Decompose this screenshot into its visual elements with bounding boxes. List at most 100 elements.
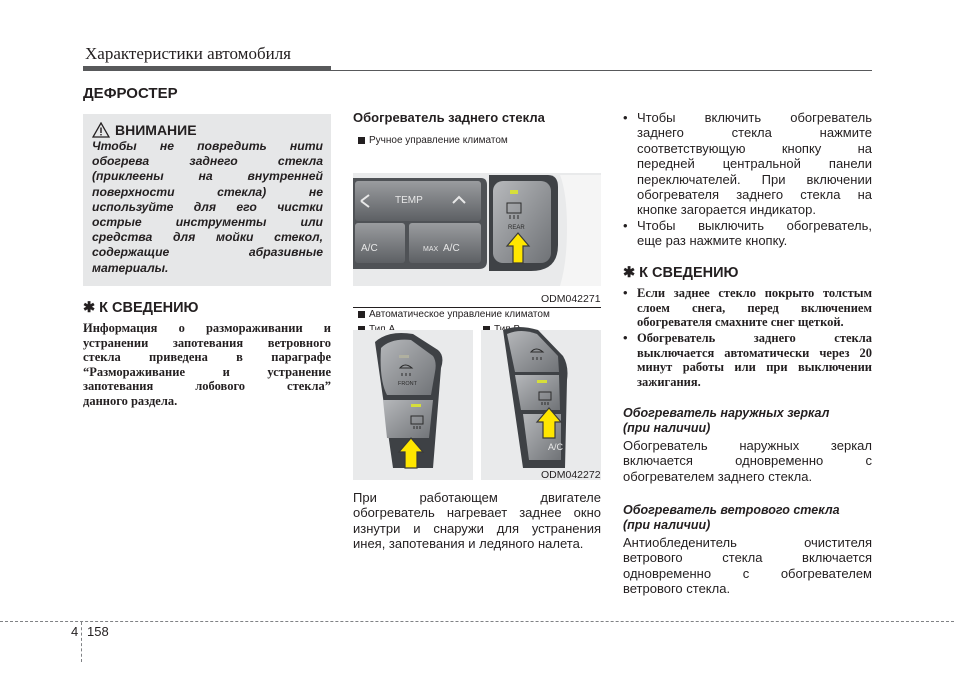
rear-defroster-paragraph: При работающем двигателе обогреватель на…: [353, 490, 601, 552]
warning-line: содержащие абразивные: [92, 245, 323, 260]
figure-divider: [353, 307, 601, 308]
note-right-text-2: Обогреватель заднего стекла выключается …: [637, 331, 872, 389]
paragraph-line: изнутри и снаружи для устранения: [353, 520, 601, 536]
rear-defroster-title: Обогреватель заднего стекла: [353, 110, 545, 125]
warning-heading: ВНИМАНИЕ: [92, 122, 197, 138]
mirror-heater-text: Обогреватель наружных зеркал включается …: [623, 438, 872, 484]
bullet-line: Чтобы включить обогреватель: [637, 110, 872, 125]
page-header-title: Характеристики автомобиля: [85, 44, 291, 63]
footer-separator: [81, 622, 82, 662]
note-line: стекла приведена в параграфе: [83, 350, 331, 365]
bullet-line: обогревателя заднего стекла на: [637, 187, 872, 203]
temp-text: TEMP: [395, 195, 423, 206]
note-line: Информация о размораживании и: [83, 321, 331, 335]
note-line: зажигания.: [637, 374, 701, 389]
note-line: запотевания лобового стекла”: [83, 379, 331, 394]
warning-triangle-icon: [92, 122, 110, 138]
warning-line: используйте для его чистки: [92, 199, 323, 214]
paragraph-line: инея, запотевания и ледяного налета.: [353, 536, 584, 552]
wiper-line: Антиобледенитель очистителя: [623, 535, 872, 550]
front-defrost-icon-b: [529, 348, 545, 360]
wiper-heading-line: (при наличии): [623, 518, 711, 532]
mirror-heading-line: Обогреватель наружных зеркал: [623, 406, 830, 420]
warning-line: (приклеены на внутренней: [92, 169, 323, 184]
manual-figure-code: ODM042271: [541, 293, 601, 305]
asterisk-icon: ✱: [83, 300, 96, 316]
square-bullet-icon: [358, 326, 365, 333]
bullet-text-1: Чтобы включить обогреватель заднего стек…: [637, 110, 872, 218]
note-heading-right: ✱ К СВЕДЕНИЮ: [623, 265, 739, 281]
note-line: Обогреватель заднего стекла: [637, 331, 872, 345]
note-line: обогревателя смахните снег щеткой.: [637, 315, 844, 330]
note-line: устранении запотевания ветровного: [83, 335, 331, 350]
wiper-heater-heading: Обогреватель ветрового стекла (при налич…: [623, 503, 840, 533]
mirror-line: Обогреватель наружных зеркал: [623, 438, 872, 453]
note-right-text-1: Если заднее стекло покрыто толстым слоем…: [637, 286, 872, 330]
manual-climate-label: Ручное управление климатом: [358, 135, 508, 146]
mirror-heading-line: (при наличии): [623, 421, 711, 435]
rear-defrost-icon-b: [538, 391, 552, 405]
footer-dashed-rule: [0, 621, 954, 622]
manual-climate-photo: TEMP A/C MAX A/C REAR: [353, 173, 601, 286]
mirror-line: включается одновременно с: [623, 453, 872, 469]
note-line: “Размораживание и устранение: [83, 364, 331, 379]
bullet-dot: •: [623, 285, 628, 300]
warning-heading-text: ВНИМАНИЕ: [115, 122, 197, 138]
bullet-line: соответствующую кнопку на: [637, 140, 872, 156]
bullet-line: заднего стекла нажмите: [637, 125, 872, 141]
type-a-label: Тип А: [358, 324, 395, 335]
auto-figure-code: ODM042272: [541, 469, 601, 481]
note-left-text: Информация о размораживании и устранении…: [83, 321, 331, 409]
bullet-line: еще раз нажмите кнопку.: [637, 233, 788, 249]
square-bullet-icon: [483, 326, 490, 333]
note-heading-text: К СВЕДЕНИЮ: [99, 300, 199, 316]
front-defrost-icon: [398, 364, 414, 376]
warning-line: поверхности стекла) не: [92, 184, 323, 199]
rear-text: REAR: [508, 225, 525, 231]
rear-defrost-icon-a: [410, 415, 424, 429]
wiper-line: ветрового стекла включается: [623, 550, 872, 566]
wiper-heading-line: Обогреватель ветрового стекла: [623, 503, 840, 517]
bullet-text-2: Чтобы выключить обогреватель, еще раз на…: [637, 218, 872, 249]
rear-defrost-icon: [506, 202, 522, 219]
note-heading-left: ✱ К СВЕДЕНИЮ: [83, 300, 199, 316]
note-line: Если заднее стекло покрыто толстым: [637, 286, 872, 300]
bullet-line: переключателей. При включении: [637, 171, 872, 187]
warning-line: обогрева заднего стекла: [92, 154, 323, 169]
header-bar: [83, 66, 331, 71]
bullet-line: Чтобы выключить обогреватель,: [637, 218, 872, 233]
wiper-line: одновременно с обогревателем: [623, 565, 872, 581]
auto-climate-photo: FRONT A/C: [353, 320, 601, 482]
warning-text: Чтобы не повредить нити обогрева заднего…: [92, 139, 323, 276]
header-rule: [331, 70, 872, 71]
warning-line: острые инструменты или: [92, 215, 323, 230]
asterisk-icon: ✱: [623, 265, 636, 281]
mirror-heater-heading: Обогреватель наружных зеркал (при наличи…: [623, 406, 829, 436]
square-bullet-icon: [358, 137, 365, 144]
section-title: ДЕФРОСТЕР: [83, 85, 178, 102]
warning-line: Чтобы не повредить нити: [92, 139, 323, 153]
bullet-dot: •: [623, 218, 628, 233]
front-text-a: FRONT: [398, 381, 418, 387]
bullet-dot: •: [623, 110, 628, 125]
ac-text-b: A/C: [548, 442, 564, 452]
page-number: 158: [87, 624, 109, 639]
max-text: MAX: [423, 246, 439, 253]
note-line: слоем снега, перед включением: [637, 300, 872, 315]
chapter-number: 4: [71, 624, 79, 639]
square-bullet-icon: [358, 311, 365, 318]
wiper-heater-text: Антиобледенитель очистителя ветрового ст…: [623, 535, 872, 597]
warning-box: ВНИМАНИЕ Чтобы не повредить нити обогрев…: [83, 114, 331, 286]
paragraph-line: обогреватель нагревает заднее окно: [353, 505, 601, 521]
bullet-line: кнопке загорается индикатор.: [637, 202, 816, 218]
note-line: минут работы или при выключении: [637, 360, 872, 375]
mirror-line: обогревателем заднего стекла.: [623, 468, 813, 484]
auto-climate-label: Автоматическое управление климатом: [358, 309, 550, 320]
warning-line: средства для мойки стекол,: [92, 230, 323, 245]
bullet-line: передней центральной панели: [637, 156, 872, 172]
ac-text-2: A/C: [443, 243, 460, 254]
note-line: выключается автоматически через 20: [637, 345, 872, 360]
note-line: данного раздела.: [83, 393, 178, 408]
warning-line: материалы.: [92, 260, 169, 275]
ac-text: A/C: [361, 243, 378, 254]
